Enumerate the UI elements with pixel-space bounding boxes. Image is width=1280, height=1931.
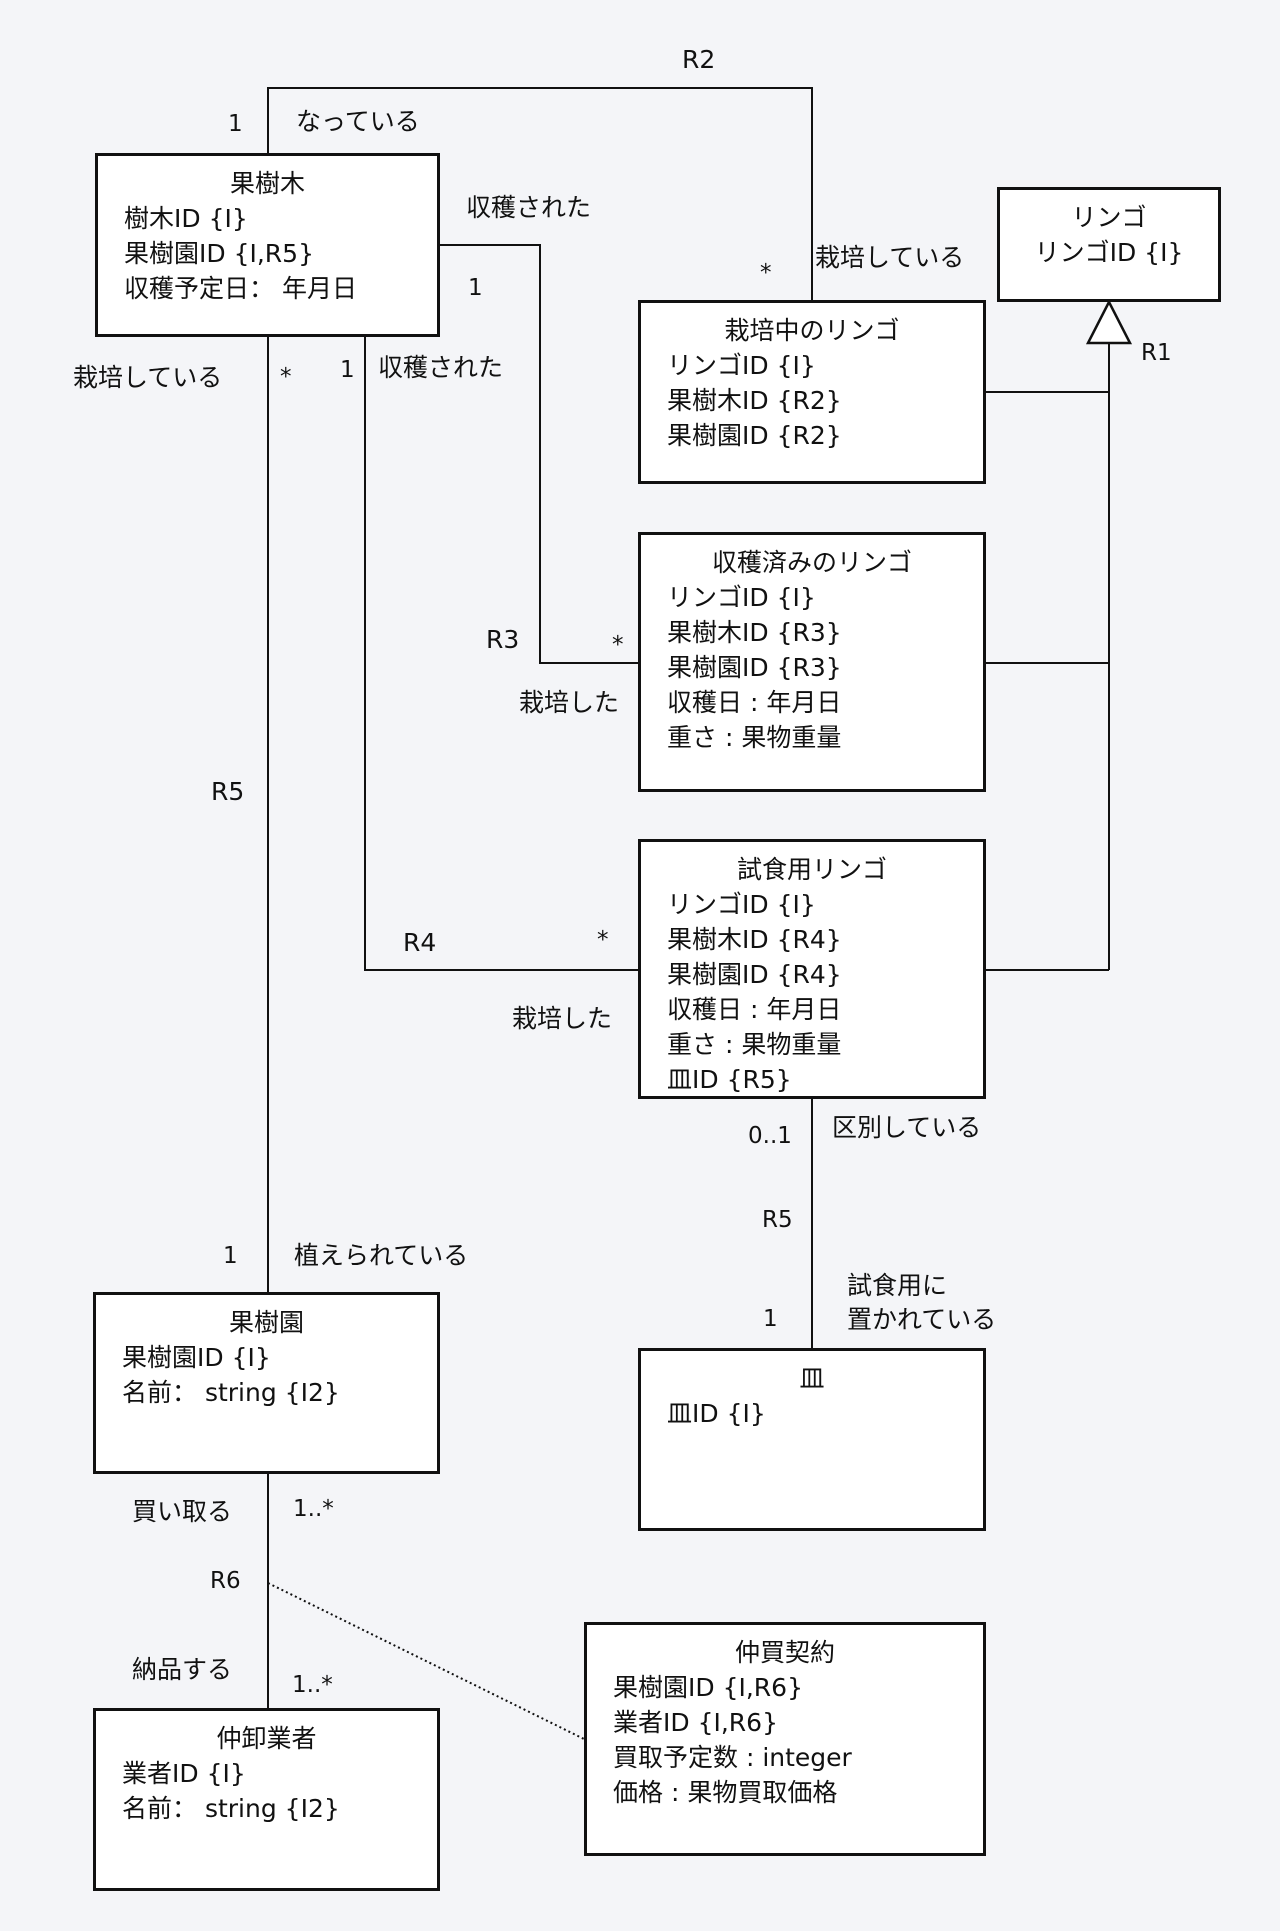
r3-label: R3 bbox=[486, 625, 520, 654]
attribute: 業者ID {I} bbox=[122, 1759, 246, 1788]
class-title: 仲買契約 bbox=[734, 1638, 835, 1667]
attribute: 収穫予定日： 年月日 bbox=[124, 274, 357, 303]
r3-line bbox=[440, 244, 640, 664]
attribute: 価格 : 果物買取価格 bbox=[613, 1778, 838, 1807]
r5-left-multiplicity-one: 1 bbox=[223, 1243, 238, 1269]
attribute: 業者ID {I,R6} bbox=[613, 1708, 778, 1737]
r6-multiplicity-bottom: 1..* bbox=[292, 1672, 333, 1698]
attribute: 皿ID {R5} bbox=[667, 1065, 792, 1094]
r6-role-nohin: 納品する bbox=[132, 1655, 233, 1684]
attribute: 果樹園ID {I,R6} bbox=[613, 1673, 803, 1702]
r6-association-class-link bbox=[267, 1582, 585, 1740]
attribute: 果樹木ID {R4} bbox=[667, 925, 842, 954]
attribute: 名前： string {I2} bbox=[122, 1794, 340, 1823]
r5-left-label: R5 bbox=[211, 777, 245, 806]
class-shukakuzumi: 収穫済みのリンゴ リンゴID {I} 果樹木ID {R3} 果樹園ID {R3}… bbox=[638, 532, 986, 792]
class-saibaichu: 栽培中のリンゴ リンゴID {I} 果樹木ID {R2} 果樹園ID {R2} bbox=[638, 300, 986, 484]
class-title: 皿 bbox=[799, 1364, 825, 1393]
r2-label: R2 bbox=[682, 45, 716, 74]
r3-multiplicity-one: 1 bbox=[468, 275, 483, 301]
r6-role-kaitoru: 買い取る bbox=[132, 1497, 233, 1526]
r5-left-role-saibai: 栽培している bbox=[73, 363, 223, 392]
r3-multiplicity-star: * bbox=[612, 632, 624, 658]
r6-label: R6 bbox=[210, 1568, 241, 1594]
attribute: リンゴID {I} bbox=[667, 583, 816, 612]
attribute: リンゴID {I} bbox=[667, 351, 816, 380]
r2-line bbox=[267, 87, 813, 300]
class-kajuen: 果樹園 果樹園ID {I} 名前： string {I2} bbox=[93, 1292, 440, 1474]
r2-multiplicity-star: * bbox=[760, 260, 772, 286]
class-nakaoroshi: 仲卸業者 業者ID {I} 名前： string {I2} bbox=[93, 1708, 440, 1891]
r6-multiplicity-top: 1..* bbox=[293, 1496, 334, 1522]
attribute: 買取予定数 : integer bbox=[613, 1743, 852, 1772]
class-keiyaku: 仲買契約 果樹園ID {I,R6} 業者ID {I,R6} 買取予定数 : in… bbox=[584, 1622, 986, 1856]
attribute: リンゴID {I} bbox=[1034, 238, 1184, 267]
r2-role-saibai: 栽培している bbox=[815, 243, 965, 272]
r4-multiplicity-star: * bbox=[597, 927, 609, 953]
class-title: 収穫済みのリンゴ bbox=[711, 548, 912, 577]
attribute: 果樹園ID {I,R5} bbox=[124, 239, 314, 268]
attribute: 収穫日 : 年月日 bbox=[667, 995, 842, 1024]
r5-left-multiplicity-star: * bbox=[280, 364, 292, 390]
class-shishoku: 試食用リンゴ リンゴID {I} 果樹木ID {R4} 果樹園ID {R4} 収… bbox=[638, 839, 986, 1099]
attribute: 樹木ID {I} bbox=[124, 204, 248, 233]
r4-role-saibaishita: 栽培した bbox=[512, 1004, 613, 1033]
attribute: 果樹木ID {R3} bbox=[667, 618, 842, 647]
attribute: 果樹園ID {R3} bbox=[667, 653, 842, 682]
r1-label: R1 bbox=[1141, 340, 1172, 366]
class-title: 仲卸業者 bbox=[216, 1724, 317, 1753]
r3-role-saibaishita: 栽培した bbox=[519, 688, 620, 717]
attribute: リンゴID {I} bbox=[667, 890, 816, 919]
r4-line bbox=[364, 337, 640, 971]
class-title: リンゴ bbox=[1071, 203, 1147, 232]
attribute: 果樹園ID {I} bbox=[122, 1343, 271, 1372]
class-title: 栽培中のリンゴ bbox=[724, 316, 900, 345]
r4-label: R4 bbox=[403, 928, 437, 957]
attribute: 皿ID {I} bbox=[667, 1399, 766, 1428]
class-ringo: リンゴ リンゴID {I} bbox=[997, 187, 1221, 302]
r5-left-role-ueraretei: 植えられている bbox=[294, 1241, 469, 1270]
r3-role-shukaku: 収穫された bbox=[466, 193, 592, 222]
r5-right-role-oka: 試食用に 置かれている bbox=[847, 1271, 997, 1334]
attribute: 果樹園ID {R4} bbox=[667, 960, 842, 989]
attribute: 果樹木ID {R2} bbox=[667, 386, 842, 415]
class-title: 果樹木 bbox=[229, 169, 305, 198]
class-title: 果樹園 bbox=[228, 1308, 304, 1337]
r4-multiplicity-one: 1 bbox=[340, 357, 355, 383]
attribute: 収穫日 : 年月日 bbox=[667, 688, 842, 717]
class-kajuboku: 果樹木 樹木ID {I} 果樹園ID {I,R5} 収穫予定日： 年月日 bbox=[95, 153, 440, 337]
attribute: 名前： string {I2} bbox=[122, 1378, 340, 1407]
r2-role-natteiru: なっている bbox=[296, 107, 420, 136]
r5-right-multiplicity: 0..1 bbox=[748, 1123, 792, 1149]
generalization-triangle bbox=[1085, 299, 1133, 345]
r5-right-multiplicity-one: 1 bbox=[763, 1306, 778, 1332]
attribute: 重さ : 果物重量 bbox=[667, 723, 842, 752]
r5-right-label: R5 bbox=[762, 1207, 793, 1233]
attribute: 果樹園ID {R2} bbox=[667, 421, 842, 450]
class-title: 試食用リンゴ bbox=[736, 855, 887, 884]
attribute: 重さ : 果物重量 bbox=[667, 1030, 842, 1059]
r5-right-role-kubetsu: 区別している bbox=[832, 1113, 982, 1142]
r2-multiplicity-one: 1 bbox=[228, 111, 243, 137]
class-sara: 皿 皿ID {I} bbox=[638, 1348, 986, 1531]
r4-role-shukaku: 収穫された bbox=[378, 353, 504, 382]
